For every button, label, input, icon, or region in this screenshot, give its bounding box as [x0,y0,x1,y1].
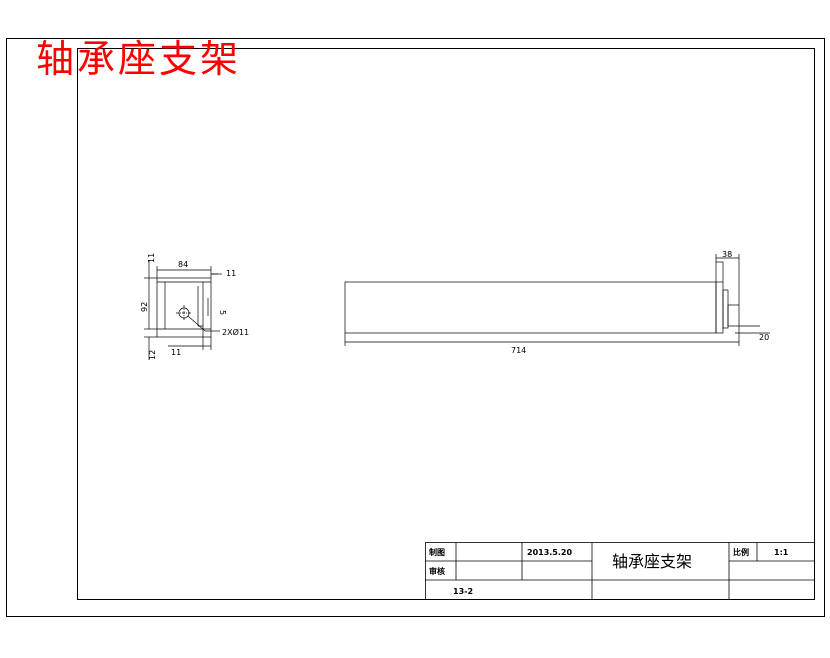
front-view [344,254,770,346]
dim-side-bottom-left: 12 [148,350,157,360]
dim-side-holes: 2XØ11 [222,327,249,337]
title-block-scale-value: 1:1 [774,548,789,557]
side-view [144,260,222,360]
dim-side-top-left: 11 [147,253,156,263]
title-block-scale-label: 比例 [733,547,749,557]
title-block-drawn-label: 制图 [429,547,445,557]
dim-front-length: 714 [511,346,526,355]
front-view-body [344,281,717,334]
dim-side-bottom: 11 [171,348,181,357]
title-block-drawing-no: 13-2 [453,587,473,596]
title-block-date: 2013.5.20 [527,548,572,557]
dim-side-top-right: 11 [226,269,236,278]
front-view-end-plate [715,261,724,334]
side-view-outline [156,277,212,338]
dim-front-right-offset: 20 [759,333,769,342]
outer-border [6,38,825,617]
dim-side-height: 92 [140,302,149,312]
title-block-part-name: 轴承座支架 [612,552,692,571]
inner-frame [77,48,815,600]
drawing-heading: 轴承座支架 [36,37,242,81]
dim-side-slot: 5 [218,310,227,315]
dim-side-width: 84 [178,260,188,269]
dim-front-top-right: 38 [722,250,732,259]
title-block [425,542,815,600]
title-block-checked-label: 审核 [429,566,445,576]
